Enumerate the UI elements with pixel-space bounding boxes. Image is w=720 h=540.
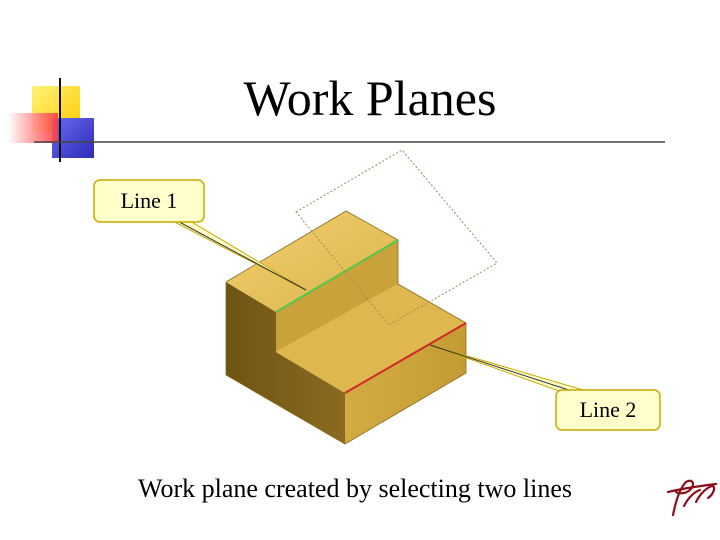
logo-tagline: · — [694, 507, 695, 511]
line2-leader-tip — [429, 344, 576, 393]
slide-title: Work Planes — [243, 70, 497, 126]
work-plane-outline — [295, 149, 498, 326]
deco-red-bar — [8, 113, 58, 143]
logo-signature — [666, 479, 718, 517]
line1-edge — [275, 239, 399, 313]
line1-leader-tip — [169, 216, 307, 291]
line1-callout-box — [93, 179, 205, 223]
line2-callout-box — [555, 389, 661, 431]
block-upper-top-face — [226, 211, 398, 312]
block-left-side-face — [226, 282, 345, 444]
block-riser-face — [276, 240, 398, 352]
block-lower-front-face — [345, 323, 466, 444]
slide-caption: Work plane created by selecting two line… — [138, 474, 572, 503]
line2-edge — [344, 322, 467, 394]
line1-callout-label: Line 1 — [121, 188, 178, 213]
block-lower-top-face — [276, 284, 466, 393]
line2-callout-label: Line 2 — [580, 397, 637, 422]
